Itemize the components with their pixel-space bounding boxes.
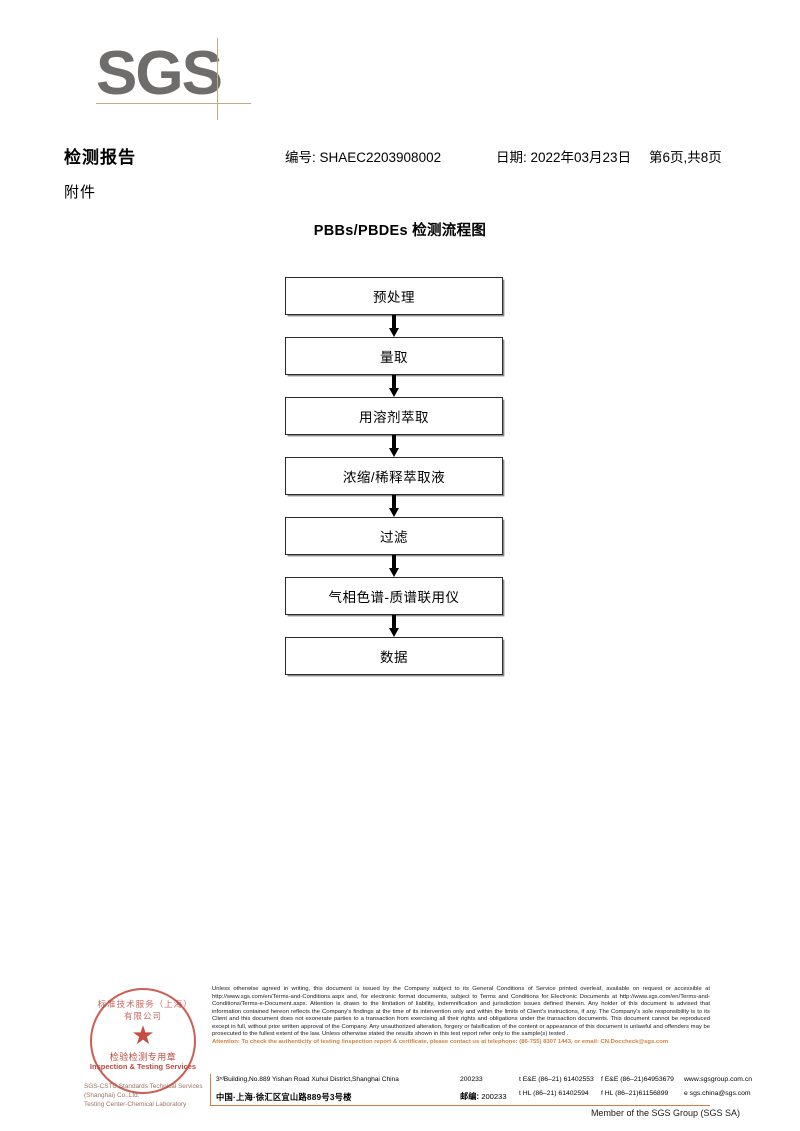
flow-arrow-4 [285,495,503,517]
address-divider-vertical [210,1074,212,1106]
fax-hl: f HL (86–21)61156899 [601,1090,669,1097]
report-date: 日期: 2022年03月23日 [496,150,632,165]
arrow-head-icon [389,328,399,337]
sgs-logo: SGS [96,38,276,122]
website-link[interactable]: www.sgsgroup.com.cn [684,1076,752,1083]
address-zip-cn: 邮编: 200233 [460,1090,507,1102]
stamp-chinese-label: 检验检测专用章 [109,1052,177,1062]
flow-step-label: 浓缩/稀释萃取液 [342,470,446,485]
arrow-shaft [392,315,396,330]
footer-address-block: 3ʳᵈBuilding,No.889 Yishan Road Xuhui Dis… [210,1074,752,1107]
address-row-english: 3ʳᵈBuilding,No.889 Yishan Road Xuhui Dis… [216,1076,752,1090]
flow-step-4: 浓缩/稀释萃取液 [285,457,503,495]
address-row-chinese: 中国·上海·徐汇区宜山路889号3号楼 邮编: 200233 t HL (86–… [216,1090,751,1104]
star-icon: ★ [131,1020,155,1050]
arrow-head-icon [389,508,399,517]
address-street-en: 3ʳᵈBuilding,No.889 Yishan Road Xuhui Dis… [216,1076,399,1083]
flow-step-label: 数据 [380,650,408,665]
flow-step-1: 预处理 [285,277,503,315]
address-street-cn: 中国·上海·徐汇区宜山路889号3号楼 [216,1092,352,1102]
stamp-english-label: Inspection & Testing Services [89,1062,197,1071]
telephone-hl: t HL (86–21) 61402594 [519,1090,589,1097]
report-header: 检测报告 编号: SHAEC2203908002 日期: 2022年03月23日… [64,143,744,167]
legal-paragraph: Unless otherwise agreed in writing, this… [212,986,710,1037]
sgs-logo-text: SGS [96,39,223,108]
address-divider-horizontal [210,1105,710,1107]
flow-step-label: 用溶剂萃取 [359,410,429,425]
arrow-shaft [392,555,396,570]
arrow-shaft [392,495,396,510]
arrow-head-icon [389,448,399,457]
flowchart: 预处理 量取 用溶剂萃取 浓缩/稀释萃取液 过滤 [285,277,505,675]
flow-step-label: 预处理 [373,290,415,305]
address-zip-en: 200233 [460,1076,483,1083]
lab-company-line2: Testing Center-Chemical Laboratory [84,1101,187,1108]
lab-company-name: SGS-CSTC Standards Technical Services (S… [84,1082,234,1109]
arrow-shaft [392,375,396,390]
flow-arrow-3 [285,435,503,457]
arrow-head-icon [389,388,399,397]
flowchart-title: PBBs/PBDEs 检测流程图 [313,223,487,239]
arrow-head-icon [389,568,399,577]
arrow-head-icon [389,628,399,637]
flow-step-3: 用溶剂萃取 [285,397,503,435]
telephone-ee: t E&E (86–21) 61402553 [519,1076,594,1083]
lab-company-line1: SGS-CSTC Standards Technical Services (S… [84,1083,203,1099]
attention-notice: Attention: To check the authenticity of … [212,1038,669,1045]
page-title: 检测报告 [64,148,136,167]
zip-value-cn: 200233 [481,1092,507,1101]
flow-arrow-6 [285,615,503,637]
fax-ee: f E&E (86–21)64953679 [601,1076,674,1083]
page-indicator: 第6页,共8页 [649,150,722,165]
arrow-shaft [392,615,396,630]
logo-horizontal-rule [96,103,251,105]
flow-step-2: 量取 [285,337,503,375]
flow-step-label: 气相色谱-质谱联用仪 [328,590,460,605]
footer-legal-text: Unless otherwise agreed in writing, this… [212,986,710,1046]
stamp-arc-text: 标准技术服务（上海）有限公司 [97,999,189,1021]
flow-arrow-5 [285,555,503,577]
flow-step-label: 量取 [380,350,408,365]
official-seal-stamp: 标准技术服务（上海）有限公司 ★ 检验检测专用章 Inspection & Te… [84,986,203,1108]
zip-label-cn: 邮编: [460,1092,480,1101]
flow-step-7: 数据 [285,637,503,675]
flow-step-5: 过滤 [285,517,503,555]
arrow-shaft [392,435,396,450]
attachment-label: 附件 [64,184,97,201]
email-link[interactable]: e sgs.china@sgs.com [684,1090,751,1097]
flow-step-label: 过滤 [380,530,408,545]
flow-arrow-2 [285,375,503,397]
stamp-circle-outline [90,988,196,1094]
sgs-group-member-line: Member of the SGS Group (SGS SA) [590,1108,740,1118]
logo-vertical-rule [217,38,219,120]
flow-step-6: 气相色谱-质谱联用仪 [285,577,503,615]
flow-arrow-1 [285,315,503,337]
report-number: 编号: SHAEC2203908002 [285,150,442,165]
